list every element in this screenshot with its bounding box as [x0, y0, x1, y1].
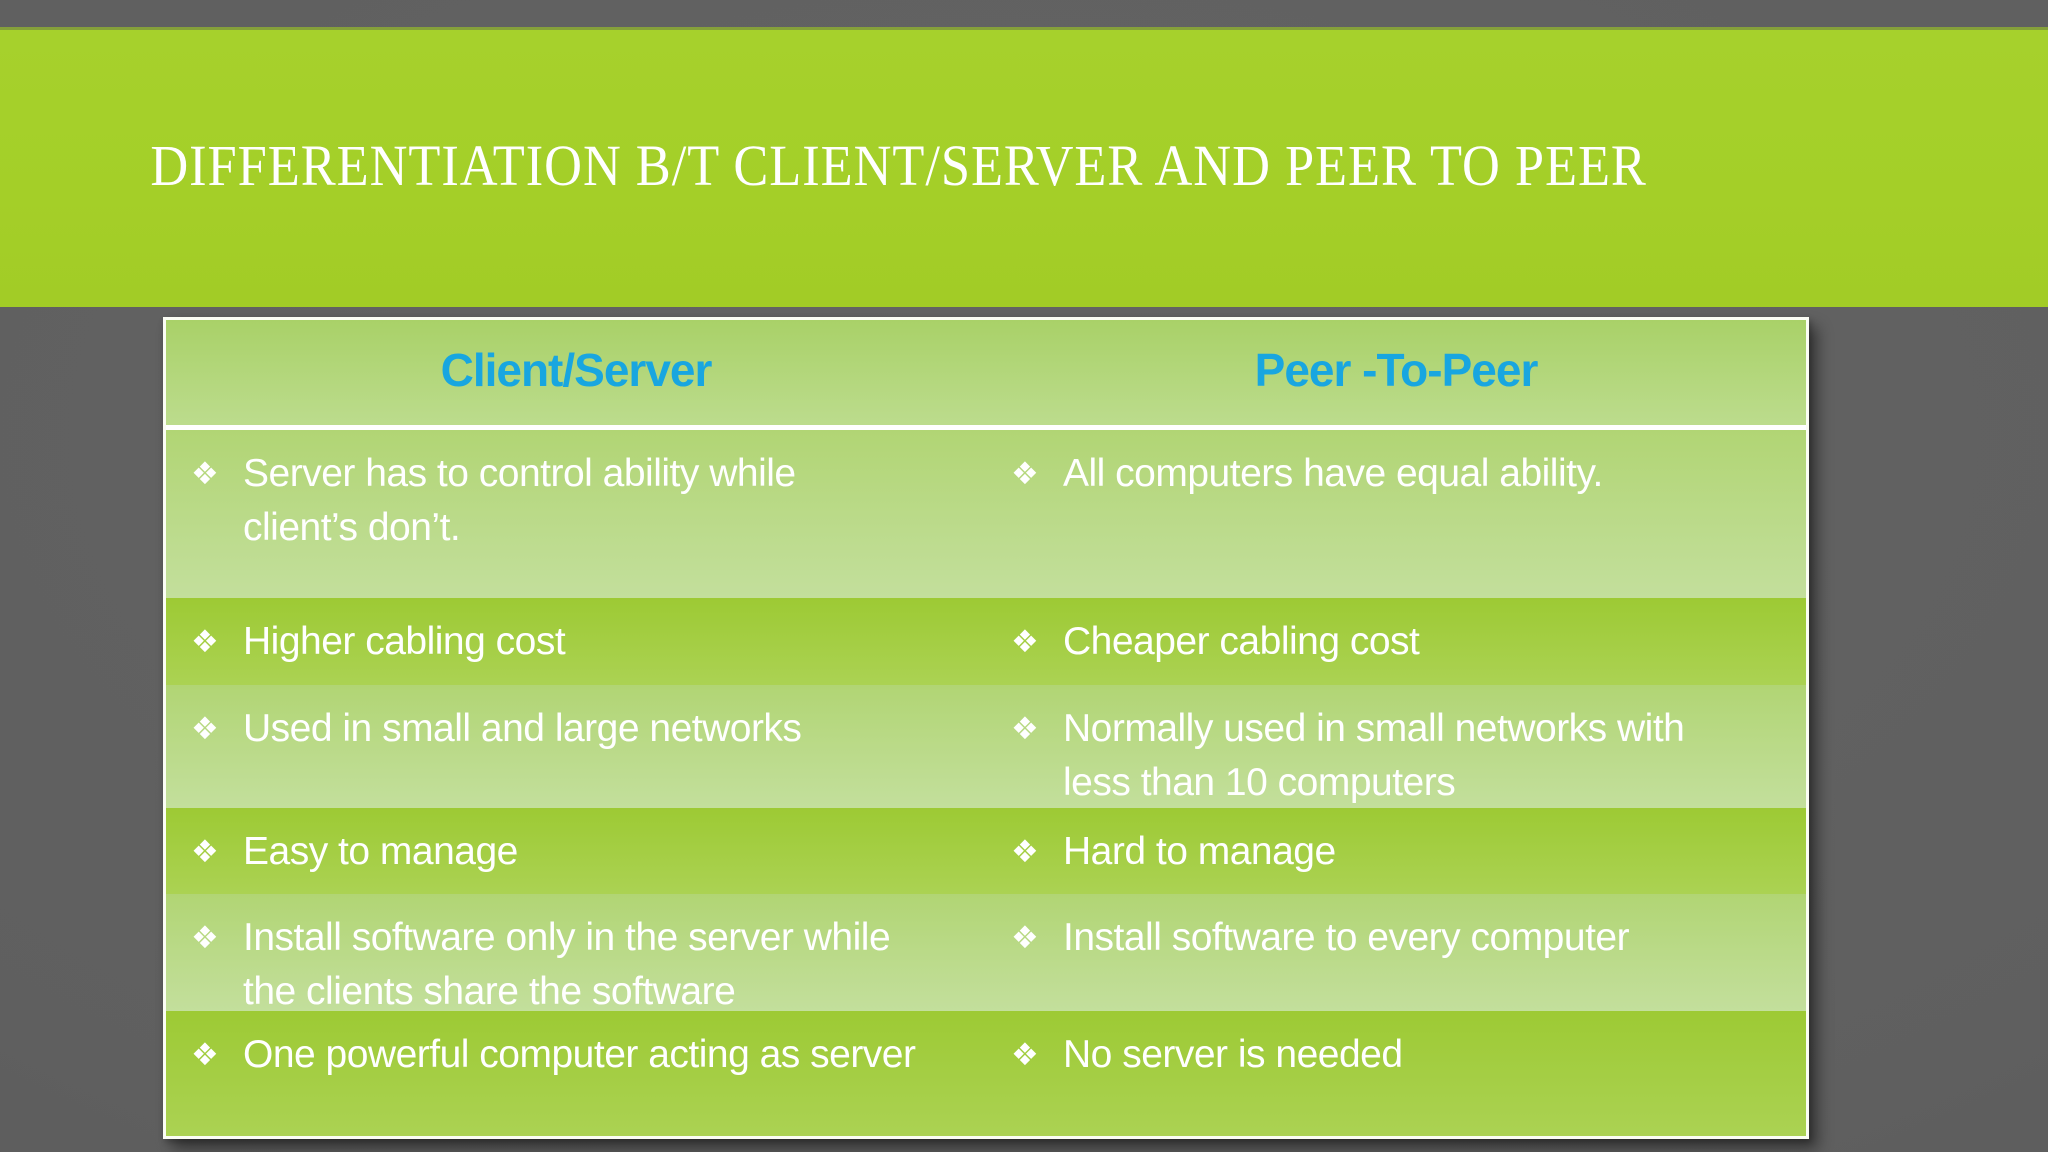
comparison-table: Client/Server Peer -To-Peer ❖ Server has…	[163, 317, 1809, 1139]
cell-text: One powerful computer acting as server	[243, 1033, 916, 1076]
table-header-row: Client/Server Peer -To-Peer	[166, 320, 1806, 425]
table-cell-left: ❖ Install software only in the server wh…	[166, 894, 986, 1029]
diamond-bullet-icon: ❖	[191, 711, 219, 747]
cell-text: Used in small and large networks	[243, 707, 802, 750]
table-cell-right: ❖ No server is needed	[986, 1011, 1806, 1136]
diamond-bullet-icon: ❖	[1011, 834, 1039, 870]
cell-text: Install software only in the server whil…	[243, 916, 891, 1013]
table-cell-right: ❖ Install software to every computer	[986, 894, 1806, 1029]
table-cell-right: ❖ All computers have equal ability.	[986, 430, 1806, 598]
cell-text: No server is needed	[1063, 1033, 1403, 1076]
cell-text: Install software to every computer	[1063, 916, 1630, 959]
diamond-bullet-icon: ❖	[191, 834, 219, 870]
diamond-bullet-icon: ❖	[191, 456, 219, 492]
diamond-bullet-icon: ❖	[1011, 1037, 1039, 1073]
table-row: ❖ Server has to control ability while cl…	[166, 430, 1806, 598]
slide-title: DIFFERENTIATION B/T CLIENT/SERVER AND PE…	[150, 132, 1647, 198]
table-cell-left: ❖ Server has to control ability while cl…	[166, 430, 986, 598]
diamond-bullet-icon: ❖	[1011, 624, 1039, 660]
column-header-peer-to-peer: Peer -To-Peer	[1254, 343, 1539, 396]
cell-text: Hard to manage	[1063, 830, 1336, 873]
diamond-bullet-icon: ❖	[191, 920, 219, 956]
cell-text: Cheaper cabling cost	[1063, 620, 1420, 663]
table-row: ❖ Easy to manage ❖ Hard to manage	[166, 808, 1806, 894]
table-cell-right: ❖ Cheaper cabling cost	[986, 598, 1806, 685]
diamond-bullet-icon: ❖	[1011, 920, 1039, 956]
title-band: DIFFERENTIATION B/T CLIENT/SERVER AND PE…	[0, 27, 2048, 307]
table-cell-left: ❖ Higher cabling cost	[166, 598, 986, 685]
table-row: ❖ Used in small and large networks ❖ Nor…	[166, 685, 1806, 808]
cell-text: Easy to manage	[243, 830, 518, 873]
table-cell-left: ❖ Used in small and large networks	[166, 685, 986, 820]
table-cell-left: ❖ Easy to manage	[166, 808, 986, 894]
diamond-bullet-icon: ❖	[191, 624, 219, 660]
diamond-bullet-icon: ❖	[1011, 456, 1039, 492]
cell-text: All computers have equal ability.	[1063, 452, 1603, 495]
table-row: ❖ Higher cabling cost ❖ Cheaper cabling …	[166, 598, 1806, 685]
cell-text: Higher cabling cost	[243, 620, 566, 663]
cell-text: Server has to control ability while clie…	[243, 452, 796, 549]
table-row: ❖ One powerful computer acting as server…	[166, 1011, 1806, 1136]
table-cell-right: ❖ Normally used in small networks with l…	[986, 685, 1806, 820]
cell-text: Normally used in small networks with les…	[1063, 707, 1685, 804]
column-header-client-server: Client/Server	[440, 343, 713, 396]
diamond-bullet-icon: ❖	[191, 1037, 219, 1073]
table-cell-right: ❖ Hard to manage	[986, 808, 1806, 894]
diamond-bullet-icon: ❖	[1011, 711, 1039, 747]
table-cell-left: ❖ One powerful computer acting as server	[166, 1011, 986, 1136]
header-separator-line	[166, 425, 1806, 430]
table-row: ❖ Install software only in the server wh…	[166, 894, 1806, 1013]
